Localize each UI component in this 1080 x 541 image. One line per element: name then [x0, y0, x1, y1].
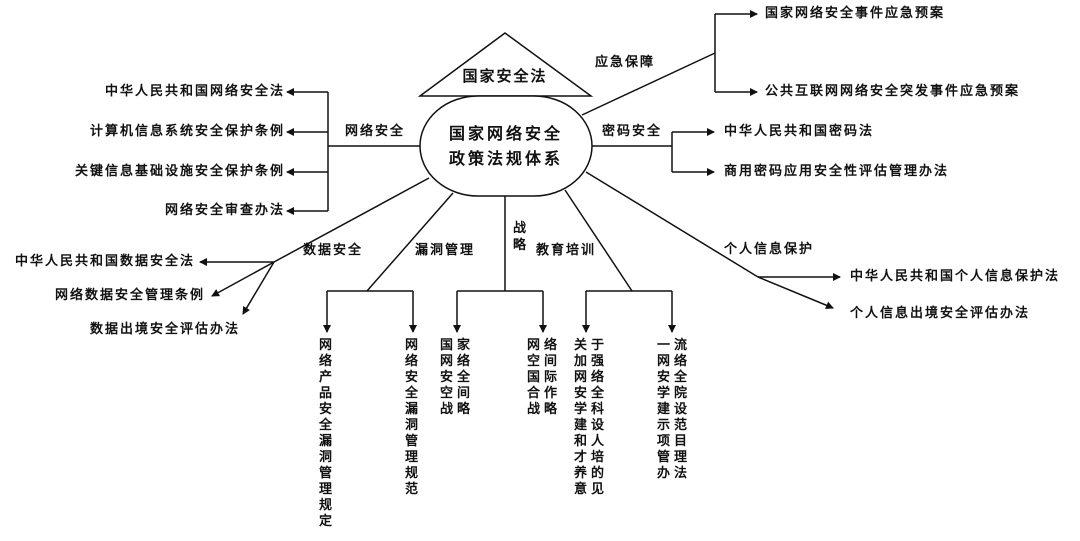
network-item: 关键信息基础设施安全保护条例 [74, 164, 285, 179]
personal-item: 个人信息出境安全评估办法 [850, 306, 1031, 321]
national-security-law: 国家安全法 [462, 67, 548, 85]
education-item: 关于加强网络安全学科建设和人才培养的意见 [574, 338, 609, 497]
data-item: 中华人民共和国数据安全法 [14, 254, 195, 269]
strategy-label: 战略 [513, 221, 531, 253]
personal-label: 个人信息保护 [724, 242, 815, 257]
center-title: 国家网络安全 政策法规体系 [449, 121, 563, 171]
network-item: 网络安全审查办法 [164, 203, 285, 218]
data-item: 网络数据安全管理条例 [54, 288, 205, 303]
vuln-label: 漏洞管理 [415, 243, 476, 258]
emergency-label: 应急保障 [595, 55, 656, 70]
crypto-item: 中华人民共和国密码法 [724, 124, 875, 139]
center-title-line1: 国家网络安全 [448, 124, 564, 143]
data-security-label: 数据安全 [303, 243, 364, 258]
triangle-shape [417, 32, 594, 97]
data-item: 数据出境安全评估办法 [90, 322, 241, 337]
network-security-label: 网络安全 [345, 124, 406, 139]
emergency-item: 公共互联网网络安全突发事件应急预案 [765, 84, 1021, 99]
vuln-item: 网络安全漏洞管理规范 [405, 338, 423, 497]
vuln-item: 网络产品安全漏洞管理规定 [319, 338, 337, 529]
crypto-item: 商用密码应用安全性评估管理办法 [724, 164, 950, 179]
center-title-line2: 政策法规体系 [448, 149, 564, 168]
network-item: 计算机信息系统安全保护条例 [89, 124, 285, 139]
education-label: 教育培训 [536, 243, 597, 258]
crypto-label: 密码安全 [602, 124, 663, 139]
education-item: 一流网络安全学院建设示范项目管理办法 [657, 338, 692, 481]
emergency-item: 国家网络安全事件应急预案 [765, 6, 946, 21]
network-item: 中华人民共和国网络安全法 [104, 84, 285, 99]
strategy-item: 网络空间国际合作战略 [527, 338, 562, 417]
personal-item: 中华人民共和国个人信息保护法 [850, 269, 1061, 284]
strategy-item: 国家网络安全空间战略 [440, 338, 475, 417]
